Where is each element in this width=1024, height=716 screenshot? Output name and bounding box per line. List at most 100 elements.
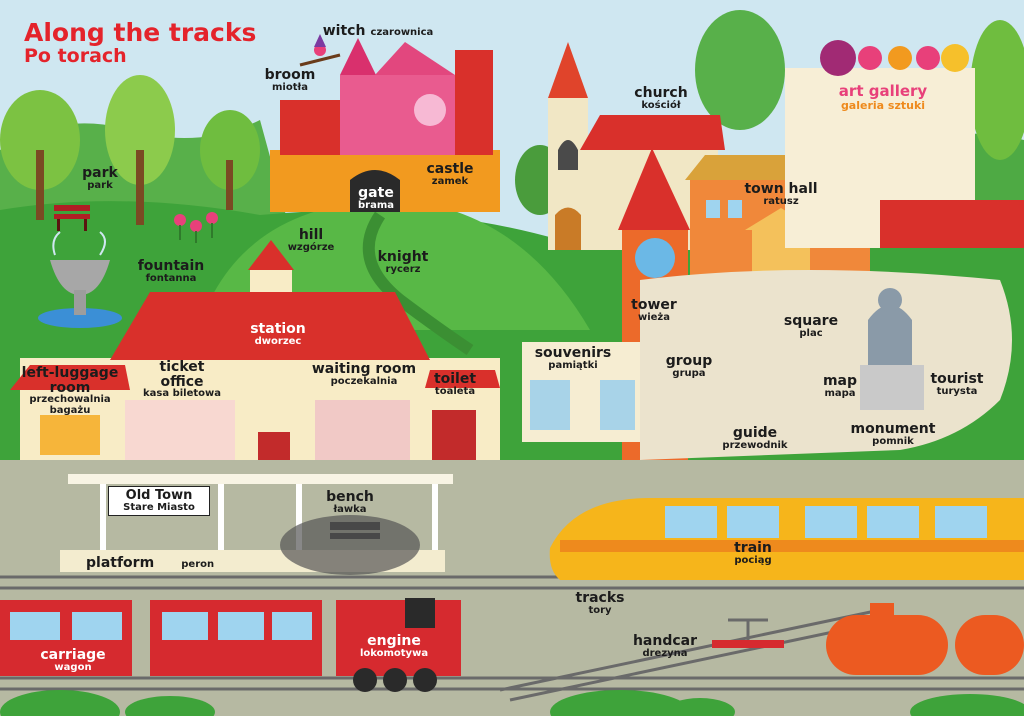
label-fountain-pl: fontanna <box>145 272 197 284</box>
label-witch-pl: czarownica <box>370 27 434 38</box>
label-waiting-room: waiting room poczekalnia <box>312 362 416 387</box>
label-train: train pociąg <box>734 541 772 566</box>
witch <box>299 34 341 67</box>
label-witch-en: witch <box>322 23 366 39</box>
title-en: Along the tracks <box>24 18 257 47</box>
label-broom: broom miotła <box>265 68 316 93</box>
label-tracks-pl: tory <box>588 604 612 616</box>
art-gallery-sign-en: art gallery <box>838 82 928 100</box>
label-platform-pl: peron <box>181 559 215 570</box>
label-castle-pl: zamek <box>431 175 469 187</box>
label-fountain: fountain fontanna <box>138 259 205 284</box>
monument <box>860 288 924 410</box>
label-carriage-pl: wagon <box>54 661 92 673</box>
label-station-pl: dworzec <box>254 335 302 347</box>
label-toilet-en: toilet <box>433 371 477 387</box>
label-square: square plac <box>784 314 838 339</box>
label-bench-pl: ławka <box>333 503 367 515</box>
hill-path <box>362 211 474 355</box>
label-gate-en: gate <box>358 185 394 201</box>
label-square-en: square <box>783 313 839 329</box>
label-tourist-pl: turysta <box>936 385 978 397</box>
label-broom-pl: miotła <box>272 81 308 93</box>
label-bench-en: bench <box>326 489 374 505</box>
tank-cars <box>826 603 1024 675</box>
label-ticket-office-en2: office <box>160 373 204 390</box>
label-left-luggage-en1: left-luggage <box>21 365 119 381</box>
label-guide-pl: przewodnik <box>722 439 788 451</box>
label-hill: hill wzgórze <box>288 228 335 253</box>
station-sign-en: Old Town <box>125 488 193 503</box>
label-map-en: map <box>822 373 858 389</box>
label-train-pl: pociąg <box>734 554 772 566</box>
label-church-pl: kościół <box>641 99 681 111</box>
label-left-luggage-en2: room <box>49 379 91 396</box>
park-bench <box>54 205 90 231</box>
yellow-train <box>549 498 1024 580</box>
label-castle-en: castle <box>426 161 474 177</box>
label-ticket-office-pl: kasa biletowa <box>142 388 222 400</box>
label-monument: monument pomnik <box>851 422 936 447</box>
label-toilet: toilet toaleta <box>434 372 476 397</box>
label-train-en: train <box>734 540 772 556</box>
station-building <box>10 240 500 460</box>
label-knight: knight rycerz <box>378 250 429 275</box>
label-group: group grupa <box>666 354 713 379</box>
label-park: park park <box>82 166 118 191</box>
station-sign-pl: Stare Miasto <box>123 501 195 513</box>
label-knight-pl: rycerz <box>385 263 421 275</box>
label-church-en: church <box>634 85 688 101</box>
label-handcar: handcar drezyna <box>633 634 697 659</box>
red-train <box>0 598 461 692</box>
label-souvenirs-pl: pamiątki <box>548 359 598 371</box>
label-witch: witch czarownica <box>323 22 434 39</box>
label-map: map mapa <box>823 374 857 399</box>
platform-pillars <box>100 484 438 550</box>
label-left-luggage-room: left-luggage room przechowalnia bagażu <box>22 366 119 416</box>
label-tourist: tourist turysta <box>930 372 983 397</box>
label-group-en: group <box>665 353 713 369</box>
label-platform-en: platform <box>86 555 155 571</box>
park-trees <box>0 75 260 225</box>
label-town-hall-en: town hall <box>744 181 818 197</box>
label-tourist-en: tourist <box>930 371 984 387</box>
label-monument-en: monument <box>850 421 936 437</box>
label-souvenirs-en: souvenirs <box>534 345 612 361</box>
label-tower: tower wieża <box>631 298 677 323</box>
fountain <box>38 231 122 328</box>
label-ticket-office: ticket office kasa biletowa <box>143 360 221 400</box>
station-sign: Old Town Stare Miasto <box>108 486 210 517</box>
label-left-luggage-pl1: przechowalnia <box>29 394 111 406</box>
label-left-luggage-pl2: bagażu <box>49 404 91 416</box>
label-carriage-en: carriage <box>40 647 106 663</box>
souvenir-kiosk <box>522 342 640 442</box>
label-hill-en: hill <box>298 227 324 243</box>
label-bench: bench ławka <box>326 490 374 515</box>
label-group-pl: grupa <box>672 367 706 379</box>
label-engine-pl: lokomotywa <box>359 647 429 659</box>
label-tower-pl: wieża <box>637 311 671 323</box>
label-tracks: tracks tory <box>576 591 625 616</box>
label-fountain-en: fountain <box>137 258 205 274</box>
label-castle: castle zamek <box>426 162 473 187</box>
label-tracks-en: tracks <box>575 590 625 606</box>
label-church: church kościół <box>634 86 687 111</box>
tulips <box>174 212 218 243</box>
label-broom-en: broom <box>264 67 316 83</box>
label-gate-pl: brama <box>357 199 395 211</box>
art-gallery <box>785 40 1024 248</box>
label-guide: guide przewodnik <box>722 426 787 451</box>
label-handcar-en: handcar <box>632 633 698 649</box>
label-park-en: park <box>82 165 118 181</box>
art-gallery-sign: art gallery galeria sztuki <box>818 82 948 112</box>
label-guide-en: guide <box>732 425 778 441</box>
platform-roof <box>68 474 453 484</box>
castle <box>270 38 500 212</box>
label-town-hall: town hall ratusz <box>744 182 817 207</box>
label-ticket-office-en1: ticket <box>159 359 205 375</box>
art-gallery-sign-pl: galeria sztuki <box>840 98 926 112</box>
label-handcar-pl: drezyna <box>642 647 688 659</box>
label-park-pl: park <box>87 179 113 191</box>
label-platform: platform peron <box>86 554 214 571</box>
